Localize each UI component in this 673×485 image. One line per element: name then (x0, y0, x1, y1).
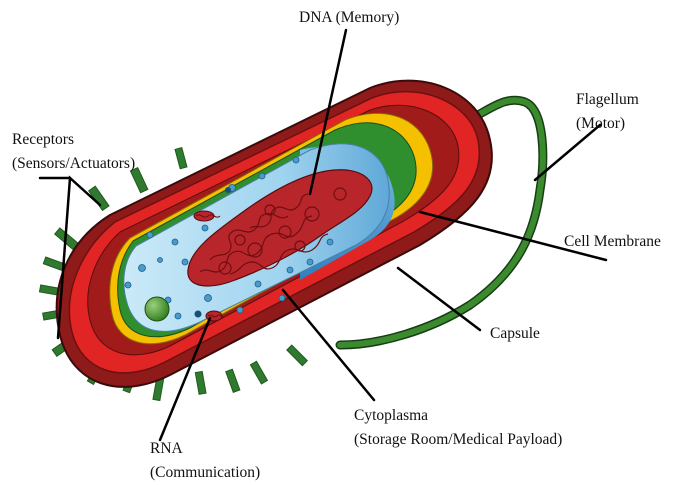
rna-label: RNA (Communication) (150, 437, 260, 485)
cell-membrane-label: Cell Membrane (564, 230, 661, 254)
flagellum-label: Flagellum (Motor) (576, 88, 639, 136)
storage-granule (145, 297, 169, 321)
cytoplasma-label-line-1: Cytoplasma (354, 404, 562, 428)
rna-label-line-1: RNA (150, 437, 260, 461)
cytoplasma-label: Cytoplasma (Storage Room/Medical Payload… (354, 404, 562, 452)
receptors-label: Receptors (Sensors/Actuators) (12, 128, 135, 176)
dna-label: DNA (Memory) (299, 6, 399, 30)
receptors-label-line-1: Receptors (12, 128, 135, 152)
receptors-label-line-2: (Sensors/Actuators) (12, 152, 135, 176)
flagellum-label-line-2: (Motor) (576, 112, 639, 136)
flagellum-label-line-1: Flagellum (576, 88, 639, 112)
rna-label-line-2: (Communication) (150, 461, 260, 485)
cytoplasma-label-line-2: (Storage Room/Medical Payload) (354, 428, 562, 452)
capsule-label: Capsule (490, 322, 540, 346)
